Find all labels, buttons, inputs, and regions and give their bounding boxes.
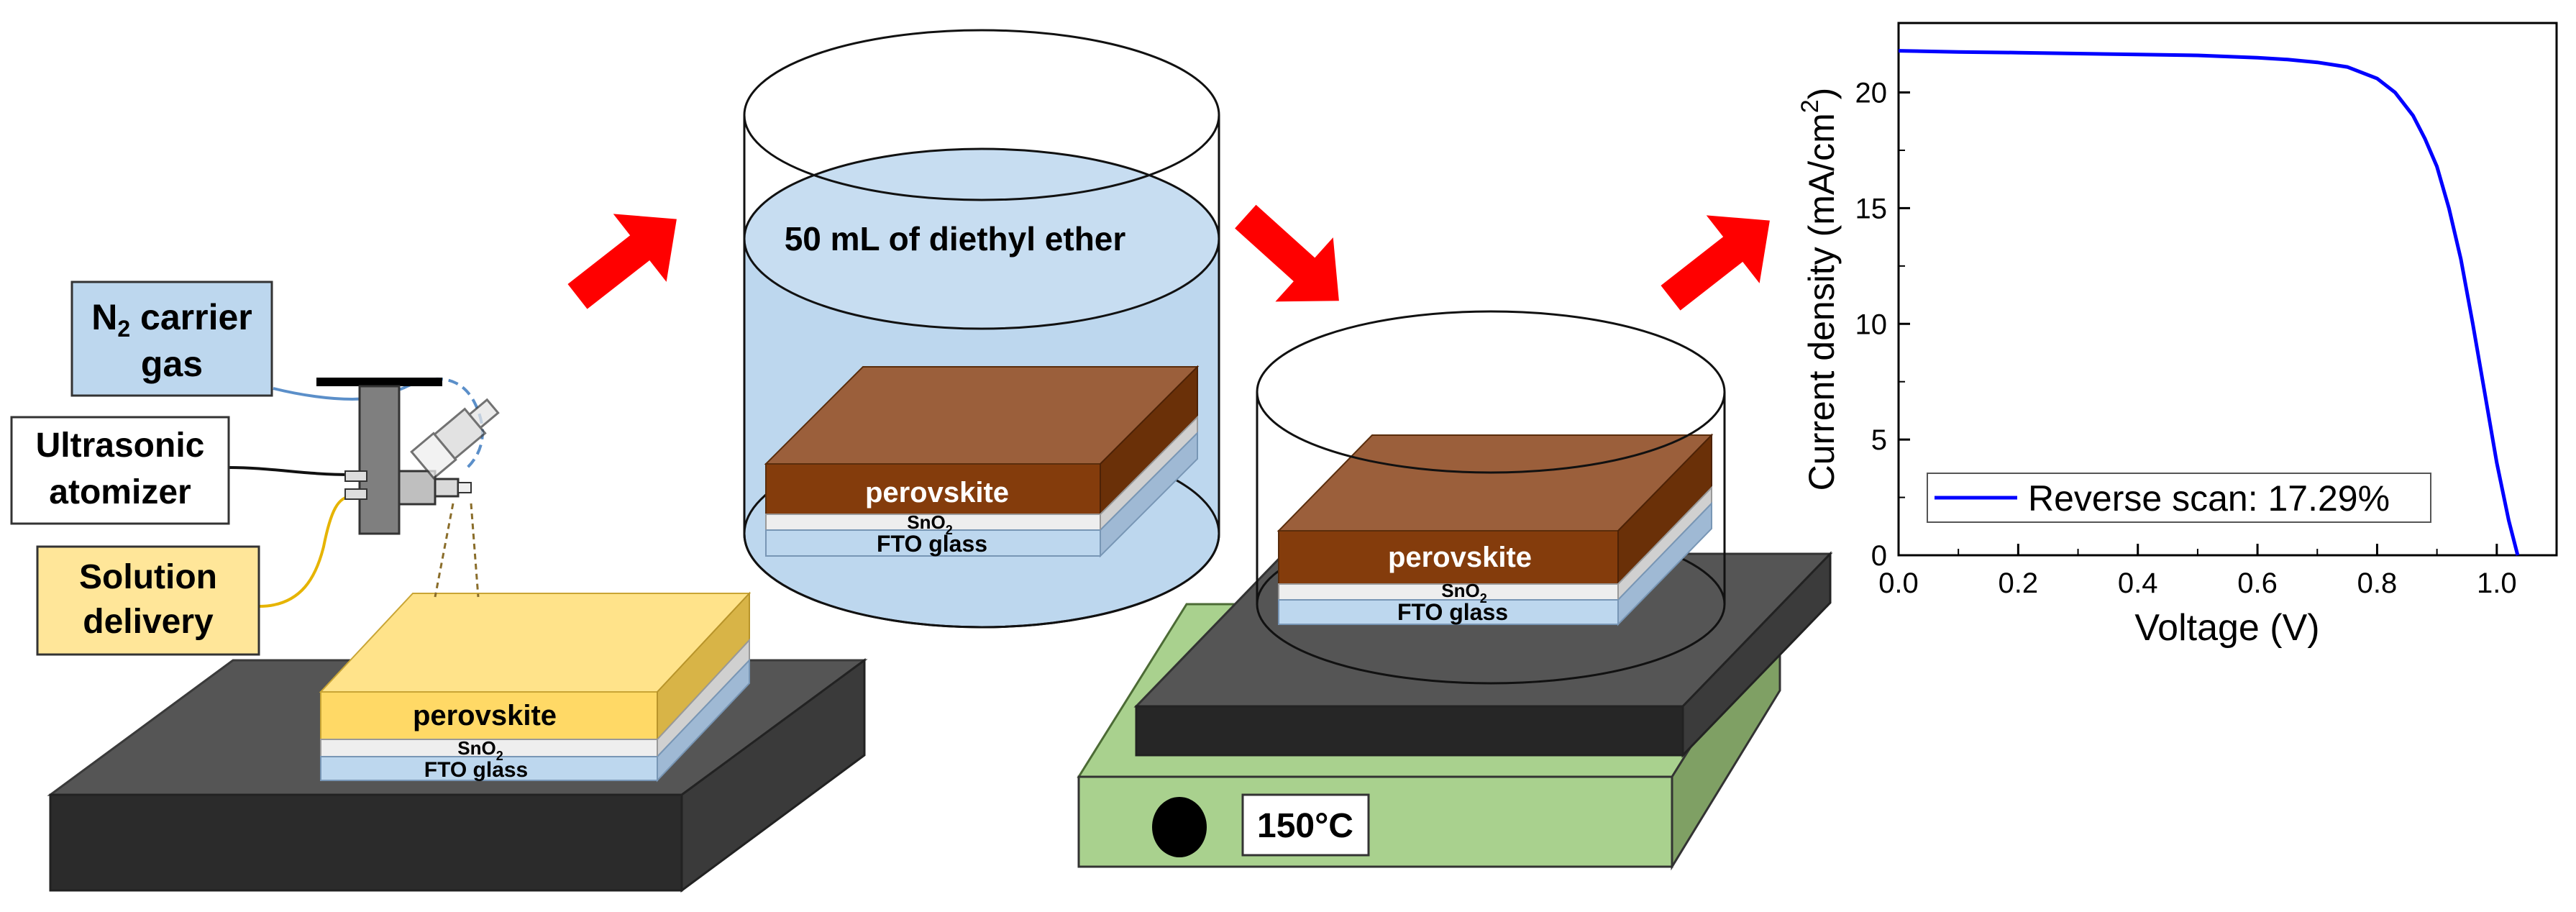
ether-label: 50 mL of diethyl ether [785,220,1126,257]
y-tick-label: 10 [1855,309,1888,340]
y-axis-label: Current density (mA/cm2) [1796,88,1842,491]
atomizer-body [398,470,437,506]
fto-layer [1278,599,1619,625]
process-arrow [1661,215,1770,311]
n2-carrier-gas-label-line2: gas [141,344,203,384]
beaker-rim [1256,310,1726,474]
y-axis: 0 5 10 15 20 [1855,78,1910,572]
solution-delivery-label: Solution [79,558,217,596]
y-tick-label: 5 [1871,424,1887,456]
hotplate: 150°C [1077,551,1833,871]
gas-hose-dashed [402,377,484,469]
legend-label: Reverse scan: 17.29% [2028,478,2390,519]
solution-line [258,495,353,608]
holder-bar [316,378,442,386]
fto-label: FTO glass [1397,599,1508,625]
fto-label: FTO glass [877,531,987,557]
x-tick-label: 1.0 [2477,567,2517,599]
beaker-bottom-front [743,533,1220,629]
x-tick-label: 0.6 [2237,567,2278,599]
fto-label: FTO glass [424,758,529,782]
fto-layer [765,529,1101,557]
beaker-bottom-front [1256,603,1726,685]
holder-rod [358,385,401,535]
atomizer-ghost [410,398,500,480]
heater-pad-side [1681,551,1832,758]
spray-line [470,503,480,598]
atomizer-clamp [344,470,367,482]
ultrasonic-atomizer-label-line2: atomizer [49,473,191,511]
x-tick-label: 0.0 [1878,567,1919,599]
spray-line [434,503,455,598]
n2-carrier-gas-label: N2 carrier [91,297,252,342]
y-tick-label: 15 [1855,193,1888,224]
plot-frame [1897,22,2558,557]
sno2-label: SnO2 [457,737,503,763]
ultrasonic-atomizer-box [10,416,230,525]
atomizer-tip-end [457,482,472,493]
ether-beaker: perovskite SnO2 FTO glass 50 mL of dieth… [743,29,1220,629]
perovskite-label: perovskite [413,700,557,731]
spray-coating-stage: perovskite SnO2 FTO glass N2 carrier gas [10,281,868,893]
atomizer-cable [228,466,353,476]
temperature-label: 150°C [1257,807,1353,845]
n2-carrier-gas-box [70,281,273,397]
x-tick-label: 0.2 [1999,567,2039,599]
perovskite-label: perovskite [865,477,1009,509]
stage-side [680,658,866,893]
sno2-label: SnO2 [907,511,952,537]
jv-curve-line [1898,49,2520,556]
annealing-beaker: perovskite SnO2 FTO glass [1256,310,1726,685]
y-tick-label: 0 [1871,540,1887,572]
ultrasonic-atomizer-label: Ultrasonic [36,427,205,465]
x-axis-label: Voltage (V) [2134,607,2319,649]
x-tick-label: 0.4 [2118,567,2158,599]
hotplate-knob [1152,797,1207,857]
sno2-label: SnO2 [1441,580,1486,606]
fto-layer [320,756,658,781]
atomizer-clamp [344,488,367,500]
temperature-display [1241,793,1370,857]
x-axis: 0.0 0.2 0.4 0.6 0.8 1.0 [1878,544,2517,599]
perovskite-label: perovskite [1388,542,1532,573]
process-arrow [1235,204,1339,302]
y-tick-label: 20 [1855,78,1888,109]
heater-pad-front [1135,705,1684,757]
jv-chart: 0.0 0.2 0.4 0.6 0.8 1.0 0 5 10 15 20 Reverse scan… [1796,22,2558,649]
x-tick-label: 0.8 [2357,567,2398,599]
solution-delivery-box [36,545,260,656]
beaker-rim [743,29,1220,201]
stage-front [49,793,683,892]
atomizer-tip [434,478,460,498]
solution-delivery-label-line2: delivery [83,603,214,641]
process-arrow [567,214,677,309]
